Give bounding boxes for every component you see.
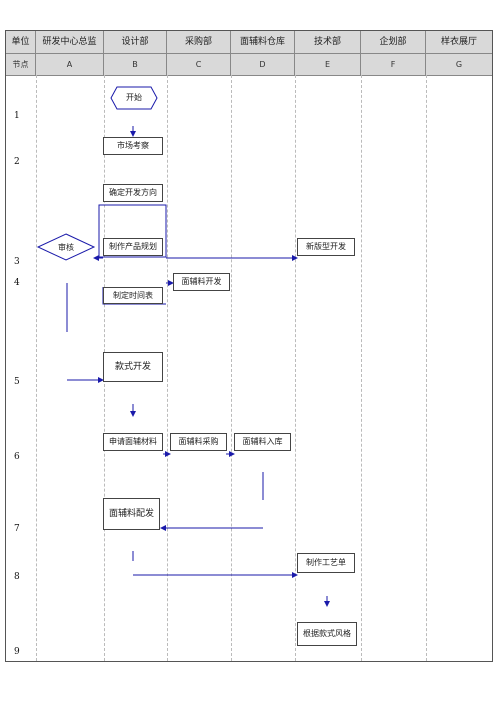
header-rd-director: 研发中心总监	[36, 31, 104, 53]
header-warehouse: 面辅料仓库	[231, 31, 295, 53]
node-f: F	[361, 54, 426, 75]
distribute-box: 面辅料配发	[103, 498, 160, 530]
process-sheet-box: 制作工艺单	[297, 553, 355, 573]
direction-box: 确定开发方向	[103, 184, 163, 202]
lane-divider	[231, 75, 232, 661]
row-number: 4	[14, 278, 20, 288]
row-number: 7	[14, 524, 20, 534]
plan-bracket	[98, 204, 167, 258]
row-number: 9	[14, 647, 20, 657]
header-divider	[6, 53, 492, 54]
lane-divider	[167, 75, 168, 661]
header-unit: 单位	[6, 31, 36, 53]
market-research-box: 市场考察	[103, 137, 163, 155]
row-number: 6	[14, 452, 20, 462]
row-number: 3	[14, 257, 20, 267]
node-c: C	[167, 54, 231, 75]
header-design: 设计部	[104, 31, 167, 53]
row-number: 5	[14, 377, 20, 387]
audit-label: 审核	[58, 243, 74, 252]
node-divider	[6, 75, 492, 76]
lane-divider	[36, 75, 37, 661]
start-label: 开始	[126, 93, 142, 102]
lane-divider	[361, 75, 362, 661]
style-dev-box: 款式开发	[103, 352, 163, 382]
schedule-box: 制定时间表	[103, 287, 163, 304]
node-b: B	[104, 54, 167, 75]
apply-material-box: 申请面辅材料	[103, 433, 163, 451]
header-showroom: 样衣展厅	[426, 31, 492, 53]
node-label: 节点	[6, 54, 36, 75]
plan-box: 制作产品规划	[103, 238, 163, 256]
sample-box: 根据款式风格	[297, 622, 357, 646]
header-tech: 技术部	[295, 31, 361, 53]
row-number: 2	[14, 157, 20, 167]
row-number: 1	[14, 111, 20, 121]
header-planning: 企划部	[361, 31, 426, 53]
node-e: E	[295, 54, 361, 75]
flowchart-frame: 单位 研发中心总监 设计部 采购部 面辅料仓库 技术部 企划部 样衣展厅 节点 …	[5, 30, 493, 662]
node-d: D	[231, 54, 295, 75]
audit-shape	[36, 233, 96, 261]
node-g: G	[426, 54, 492, 75]
warehouse-in-box: 面辅料入库	[234, 433, 291, 451]
purchase-box: 面辅料采购	[170, 433, 227, 451]
lane-divider	[295, 75, 296, 661]
start-shape	[110, 86, 158, 110]
row-number: 8	[14, 572, 20, 582]
lane-divider	[426, 75, 427, 661]
material-dev-box: 面辅料开发	[173, 273, 230, 291]
node-a: A	[36, 54, 104, 75]
header-purchase: 采购部	[167, 31, 231, 53]
pattern-dev-box: 新版型开发	[297, 238, 355, 256]
